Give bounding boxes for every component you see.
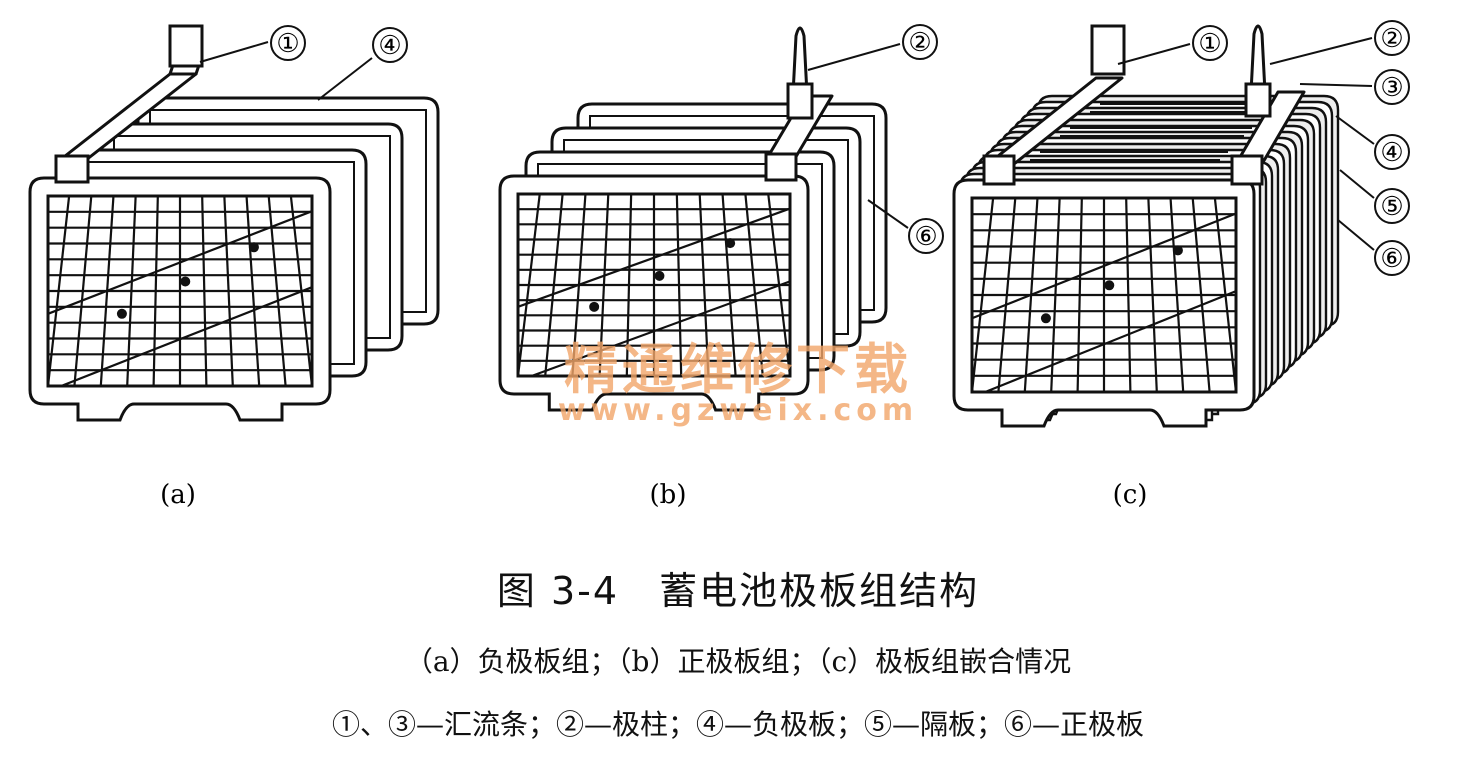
grid-rib-slanted (598, 193, 610, 377)
grid-rib-slanted (721, 193, 737, 377)
panel-positive-plate-group (498, 26, 888, 412)
plate-lug (982, 154, 1016, 186)
callout-c-1: ① (1117, 25, 1228, 65)
plate-lug (54, 154, 90, 184)
grid-rib-slanted (970, 197, 995, 393)
callout-label: ④ (378, 31, 401, 61)
grid-node (589, 301, 600, 312)
figure-title: 图 3-4 蓄电池极板组结构 (496, 569, 980, 613)
panel-label-b: (b) (650, 480, 687, 510)
figure-legend: ①、③—汇流条；②—极柱；④—负极板；⑤—隔板；⑥—正极板 (331, 708, 1144, 741)
grid-rib-slanted (1125, 197, 1132, 393)
terminal-post-base (1244, 82, 1272, 118)
grid-rib-diagonal (60, 286, 313, 388)
grid-rib-slanted (245, 195, 261, 387)
panel-plate-group-assembly (952, 24, 1340, 428)
grid-rib-diagonal (47, 210, 313, 315)
plate-grid (516, 193, 792, 378)
grid-rib-slanted (1169, 197, 1185, 393)
grid-rib-slanted (1076, 197, 1083, 393)
callout-c-4: ④ (1335, 115, 1410, 170)
grid-rib-slanted (516, 193, 541, 377)
callout-label: ② (908, 28, 931, 58)
callout-a-1: ① (199, 25, 306, 63)
plate-grid (46, 195, 314, 388)
watermark: 精通维修下载 www.gzweix.com (558, 338, 918, 428)
grid-rib-slanted (997, 197, 1017, 393)
callout-label: ① (276, 29, 299, 59)
callout-c-6: ⑥ (1337, 219, 1410, 276)
plate-lug (764, 152, 798, 182)
grid-rib-slanted (544, 193, 564, 377)
grid-rib-diagonal (984, 290, 1237, 394)
grid-node (180, 276, 191, 287)
grid-rib-slanted (152, 195, 159, 387)
grid-node (1172, 245, 1183, 256)
callout-label: ② (1380, 24, 1403, 54)
positive-plate-front (498, 174, 810, 412)
callout-c-5: ⑤ (1339, 169, 1410, 224)
grid-rib-slanted (126, 195, 137, 387)
panel-label-c: (c) (1113, 480, 1148, 510)
grid-rib-diagonal (517, 207, 791, 308)
bus-bar-lug (168, 24, 204, 68)
grid-rib-slanted (46, 195, 71, 387)
negative-plate-front (28, 176, 332, 422)
callout-b-6: ⑥ (867, 199, 944, 254)
callout-label: ① (1198, 29, 1221, 59)
watermark-url: www.gzweix.com (558, 393, 918, 428)
panel-negative-plate-group (28, 24, 440, 422)
panel-label-a: (a) (160, 480, 196, 510)
callout-label: ⑥ (914, 222, 937, 252)
grid-rib-slanted (698, 193, 710, 377)
grid-node (248, 242, 259, 253)
grid-rib-slanted (1147, 197, 1158, 393)
callout-label: ③ (1380, 73, 1403, 103)
callout-c-3: ③ (1299, 69, 1410, 105)
grid-rib-slanted (1050, 197, 1061, 393)
grid-rib-slanted (625, 193, 633, 377)
grid-node (1040, 313, 1051, 324)
callout-c-2: ② (1269, 20, 1410, 65)
callout-label: ⑥ (1380, 244, 1403, 274)
grid-node (1104, 280, 1115, 291)
plate-tops (1030, 95, 1284, 161)
callout-label: ④ (1380, 138, 1403, 168)
grid-rib-diagonal (971, 212, 1237, 320)
plate-lug (1230, 154, 1264, 186)
grid-rib-slanted (73, 195, 93, 387)
grid-node (725, 238, 736, 249)
callout-b-2: ② (807, 24, 938, 71)
grid-rib-diagonal (531, 280, 791, 378)
terminal-post-base (786, 82, 814, 120)
battery-plate-diagram: ① ④ ② ⑥ ① ② ③ ④ ⑤ ⑥ (28, 20, 1410, 510)
watermark-text: 精通维修下载 (564, 338, 912, 401)
grid-rib-slanted (223, 195, 234, 387)
grid-rib-slanted (675, 193, 683, 377)
callout-a-4: ④ (317, 27, 408, 101)
grid-node (654, 270, 665, 281)
figure-panel-descriptions: （a）负极板组；（b）正极板组；（c）极板组嵌合情况 (404, 645, 1072, 678)
grid-rib-slanted (201, 195, 208, 387)
assembly-front-plate (952, 178, 1256, 428)
callout-label: ⑤ (1380, 192, 1403, 222)
grid-node (116, 308, 127, 319)
bus-bar-lug (1090, 24, 1126, 76)
plate-grid (970, 197, 1238, 394)
